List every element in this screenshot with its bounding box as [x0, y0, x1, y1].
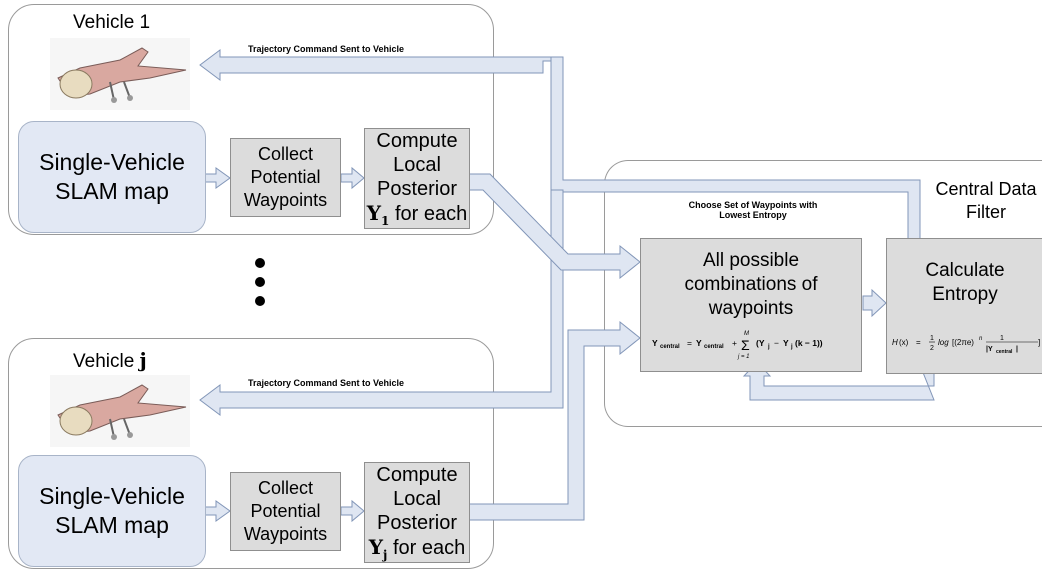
svg-text:(k − 1)): (k − 1)) — [795, 338, 823, 348]
vehicle-j-title-symbol: j — [139, 348, 147, 372]
svg-text:M: M — [744, 331, 749, 337]
svg-text:+: + — [732, 338, 737, 348]
slam-map-box-1: Single-Vehicle SLAM map — [18, 121, 206, 233]
posterior-tail-1: for each — [389, 202, 468, 225]
choose-waypoints-label: Choose Set of Waypoints with Lowest Entr… — [688, 200, 818, 220]
vehicle-j-title: Vehicle j — [73, 348, 147, 373]
flow-arrow-slam-to-collect-j — [204, 500, 231, 522]
posterior-symbol-1: Y — [366, 200, 382, 225]
flow-arrow-v1-to-combinations — [468, 173, 641, 280]
svg-text:Σ: Σ — [741, 337, 750, 353]
svg-text:1: 1 — [1000, 335, 1004, 342]
flow-arrow-to-entropy — [862, 288, 887, 318]
svg-text:n: n — [979, 336, 983, 342]
svg-text:2: 2 — [930, 345, 934, 352]
flow-arrow-vj-to-combinations — [468, 320, 641, 521]
svg-text:central: central — [704, 344, 724, 350]
vehicle-j-title-prefix: Vehicle — [73, 351, 140, 372]
svg-text:Y: Y — [783, 338, 789, 348]
central-filter-title: Central Data Filter — [935, 179, 1037, 222]
svg-text:−: − — [774, 338, 779, 348]
combinations-label: All possible combinations of waypoints — [684, 250, 818, 320]
svg-text:j: j — [767, 344, 770, 350]
flow-arrow-slam-to-collect-1 — [204, 167, 231, 189]
trajectory-arrow-vehicle-j — [199, 189, 564, 416]
slam-map-box-j: Single-Vehicle SLAM map — [18, 455, 206, 567]
entropy-box: Calculate Entropy — [886, 238, 1042, 374]
svg-text:central: central — [996, 349, 1013, 355]
svg-text:H: H — [892, 338, 898, 347]
vehicle-1-title: Vehicle 1 — [73, 12, 151, 33]
collect-waypoints-box-j: Collect Potential Waypoints — [230, 472, 341, 551]
flow-arrow-collect-to-compute-j — [340, 499, 365, 523]
svg-text:=: = — [916, 338, 921, 347]
posterior-subscript-1: 1 — [381, 213, 390, 228]
entropy-label: Calculate Entropy — [925, 260, 1005, 306]
compute-posterior-label-j: Compute Local Posterior — [376, 463, 458, 534]
svg-text:|: | — [1016, 346, 1018, 353]
svg-text:(x): (x) — [899, 338, 909, 347]
svg-text:(Y: (Y — [756, 338, 765, 348]
trajectory-arrow-vehicle-1 — [199, 49, 552, 81]
ellipsis-dots — [255, 258, 265, 306]
trajectory-label-j: Trajectory Command Sent to Vehicle — [248, 378, 405, 388]
posterior-symbol-row-j: Yj for each — [369, 535, 465, 562]
svg-text:central: central — [660, 344, 680, 350]
svg-text:]: ] — [1038, 338, 1040, 347]
svg-text:[(2πe): [(2πe) — [952, 338, 974, 347]
svg-text:j: j — [790, 344, 793, 350]
svg-text:1: 1 — [930, 335, 934, 342]
entropy-equation: H (x) = 1 2 log [(2πe) n 1 |Y central | … — [892, 335, 1040, 355]
svg-text:|Y: |Y — [986, 346, 993, 353]
compute-posterior-box-1: Compute Local Posterior Y1 for each — [364, 128, 470, 229]
flow-arrow-collect-to-compute-1 — [340, 166, 365, 190]
svg-text:log: log — [938, 338, 949, 347]
svg-text:Y: Y — [696, 338, 702, 348]
combination-equation: Y central = Y central + Σ M j = 1 (Y j −… — [652, 331, 823, 360]
compute-posterior-box-j: Compute Local Posterior Yj for each — [364, 462, 470, 563]
posterior-symbol-row-1: Y1 for each — [367, 201, 467, 228]
svg-text:Y: Y — [652, 338, 658, 348]
svg-text:j = 1: j = 1 — [737, 354, 750, 360]
posterior-tail-j: for each — [387, 536, 466, 559]
airplane-icon — [50, 375, 190, 447]
svg-text:=: = — [687, 338, 692, 348]
trajectory-label-1: Trajectory Command Sent to Vehicle — [248, 44, 405, 54]
compute-posterior-label-1: Compute Local Posterior — [376, 129, 458, 200]
posterior-subscript-j: j — [383, 547, 388, 562]
combinations-box: All possible combinations of waypoints — [640, 238, 862, 372]
posterior-symbol-j: Y — [368, 534, 384, 559]
airplane-icon — [50, 38, 190, 110]
collect-waypoints-box-1: Collect Potential Waypoints — [230, 138, 341, 217]
